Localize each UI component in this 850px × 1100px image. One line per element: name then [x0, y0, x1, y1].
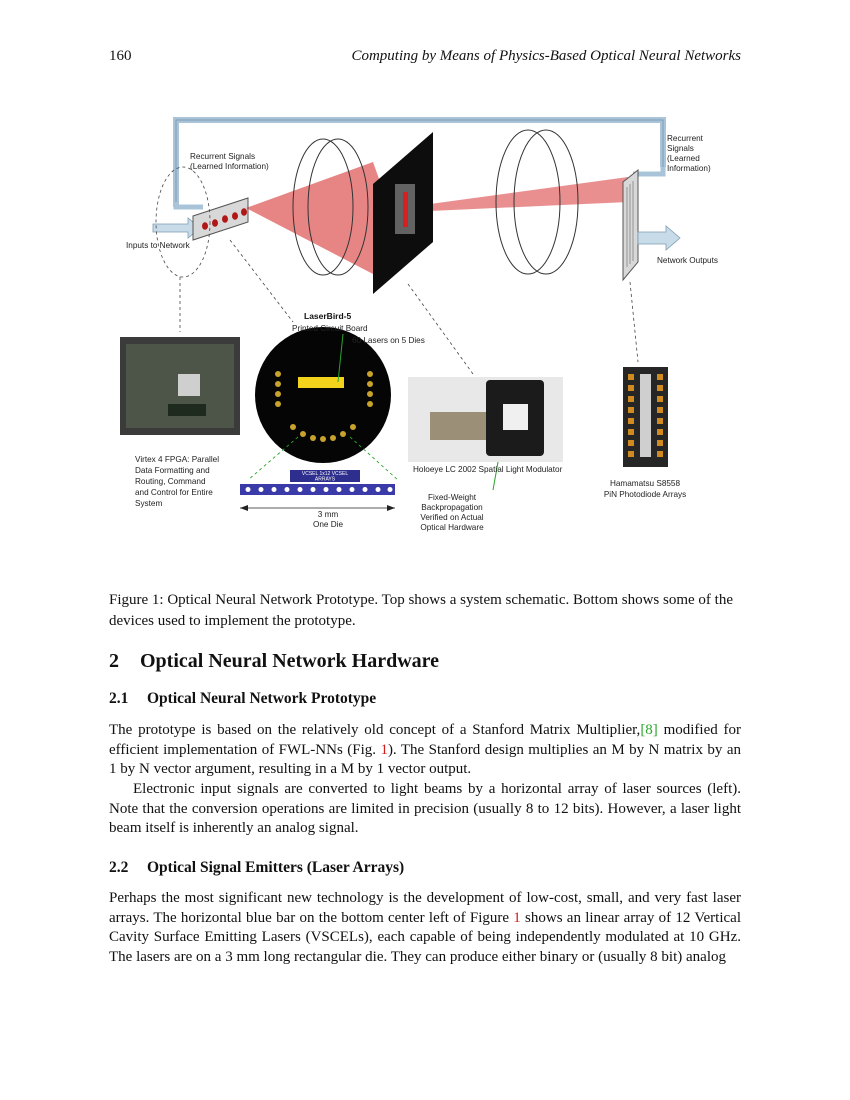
vcsel-emitters [245, 487, 393, 492]
subsection-title: Optical Neural Network Prototype [147, 690, 377, 707]
fpga-label-4: and Control for Entire [135, 488, 213, 497]
leader-lines [179, 239, 639, 375]
vcsel-array [240, 484, 395, 495]
vcsel-tag-line-2: ARRAYS [315, 477, 336, 483]
slm-window [503, 404, 528, 430]
vcsel-tag-line-1: VCSEL 1x12 VCSEL [302, 471, 348, 477]
subsection-number: 2.2 [109, 859, 129, 876]
pcb-pointer [337, 333, 344, 383]
fpga-label-5: System [135, 499, 162, 508]
page-number: 160 [109, 48, 132, 64]
recurrent-pipe-right [633, 167, 666, 177]
slm-mount [430, 412, 490, 440]
laser-die [298, 377, 344, 388]
vcsel-leaders [247, 436, 399, 481]
backprop-label-1: Fixed-Weight [428, 493, 477, 502]
recurrent-pipe-left [173, 202, 203, 210]
citation-link[interactable]: [8] [640, 722, 658, 738]
section-title: Optical Neural Network Hardware [140, 650, 440, 672]
page-header: 160 Computing by Means of Physics-Based … [109, 48, 741, 70]
paragraph-2-2: Perhaps the most significant new technol… [109, 889, 741, 967]
slm-beam-spot [403, 192, 408, 227]
lasers-label: 60 Lasers on 5 Dies [352, 336, 425, 345]
laser-emitter-plate [192, 197, 249, 241]
figure-1-diagram: VCSEL 1x12 VCSEL ARRAYS Recurrent Signal… [120, 117, 718, 532]
paragraph-text: Perhaps the most significant new technol… [109, 890, 741, 926]
die-label-2: One Die [313, 520, 343, 529]
recurrent-pipe-edge [175, 119, 664, 207]
subsection-number: 2.1 [109, 690, 129, 707]
photodiode-pins [628, 374, 663, 457]
fpga-lcd [168, 404, 206, 416]
vcsel-tag [290, 470, 360, 482]
subsection-heading-2-1: 2.1 Optical Neural Network Prototype [109, 690, 376, 708]
recurrent-left-label-1: Recurrent Signals [190, 152, 255, 161]
photodiode-label-1: Hamamatsu S8558 [610, 479, 681, 488]
inputs-label: Inputs to Network [126, 241, 191, 250]
paragraph-text: shows an linear array of 12 Vertical Cav… [109, 909, 741, 965]
recurrent-right-label-2: Signals [667, 144, 694, 153]
fpga-label-1: Virtex 4 FPGA: Parallel [135, 455, 219, 464]
lens-1-back [307, 138, 369, 276]
detector-stripes [626, 181, 634, 267]
emitter-dots [202, 208, 247, 230]
recurrent-right-label-1: Recurrent [667, 134, 704, 143]
laserbird-pcb [255, 327, 391, 463]
pcb-label: Printed Circuit Board [292, 324, 368, 333]
outputs-label: Network Outputs [657, 256, 718, 265]
lens-1 [292, 138, 354, 276]
figure-ref-link[interactable]: 1 [513, 909, 521, 926]
die-dimension-arrow-left [240, 505, 248, 511]
lens-2 [495, 129, 561, 275]
backprop-label-3: Verified on Actual [420, 513, 483, 522]
pcb-pads [275, 371, 373, 442]
section-number: 2 [109, 650, 119, 672]
figure-ref-link[interactable]: 1 [380, 741, 388, 758]
paragraph-2-1-a: The prototype is based on the relatively… [109, 721, 741, 780]
output-arrow [637, 225, 681, 251]
input-dashed-circle [155, 166, 211, 278]
section-heading: 2 Optical Neural Network Hardware [109, 650, 439, 673]
photodiode-strip [640, 374, 651, 457]
recurrent-right-label-3: (Learned [667, 154, 700, 163]
slm-pointer [492, 461, 499, 491]
running-title: Computing by Means of Physics-Based Opti… [351, 48, 741, 64]
figure-1: VCSEL 1x12 VCSEL ARRAYS Recurrent Signal… [118, 112, 743, 542]
slm-label: Holoeye LC 2002 Spatial Light Modulator [413, 465, 563, 474]
recurrent-right-label-4: Information) [667, 164, 711, 173]
recurrent-left-label-2: (Learned Information) [190, 162, 269, 171]
paragraph-text: The prototype is based on the relatively… [109, 722, 641, 738]
paragraph-text: ). The Stanford design multiplies an M b… [109, 741, 741, 778]
subsection-heading-2-2: 2.2 Optical Signal Emitters (Laser Arrays… [109, 859, 404, 877]
backprop-label-4: Optical Hardware [420, 523, 484, 532]
photodiode-label-2: PiN Photodiode Arrays [604, 490, 686, 499]
die-label-1: 3 mm [318, 510, 339, 519]
photodetector-plate [622, 168, 639, 282]
subsection-title: Optical Signal Emitters (Laser Arrays) [147, 859, 405, 876]
laserbird-label: LaserBird-5 [304, 311, 352, 321]
paragraph-2-1-b: Electronic input signals are converted t… [109, 781, 741, 836]
fpga-label-3: Routing, Command [135, 477, 206, 486]
lens-2-back [513, 129, 579, 275]
fpga-label-2: Data Formatting and [135, 466, 210, 475]
figure-caption: Figure 1: Optical Neural Network Prototy… [109, 592, 734, 629]
die-dimension-arrow-right [387, 505, 395, 511]
output-beam [408, 177, 628, 212]
paragraph-text: modified for efficient implementation of… [109, 722, 741, 758]
fpga-chip [178, 374, 200, 396]
backprop-label-2: Backpropagation [421, 503, 483, 512]
